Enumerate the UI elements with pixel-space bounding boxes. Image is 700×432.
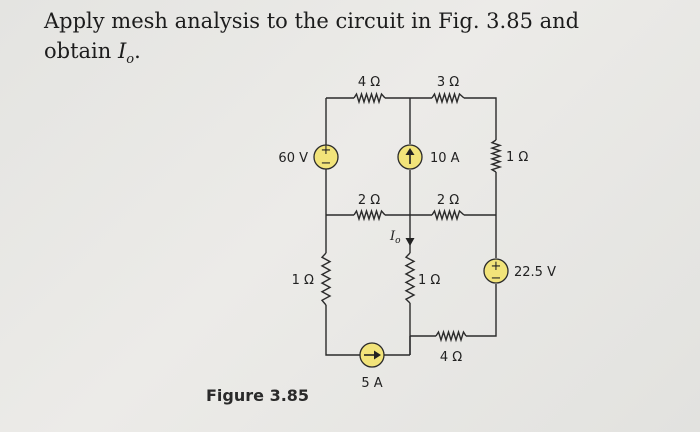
voltage-source-22v5: + − [483, 258, 509, 286]
resistor-center-lower [404, 252, 416, 304]
figure-caption: Figure 3.85 [206, 386, 310, 405]
label-i-source-bottom: 5 A [361, 376, 382, 391]
resistor-right-upper [489, 139, 503, 173]
label-r-mid-left: 2 Ω [358, 193, 380, 208]
current-source-10a [397, 144, 423, 170]
problem-line-2-prefix: obtain [44, 39, 118, 63]
resistor-bottom-right [435, 329, 467, 343]
current-variable: I [117, 39, 127, 63]
plus-sign: + [491, 259, 502, 274]
circuit-wires [325, 97, 497, 356]
minus-sign: − [321, 156, 332, 171]
minus-sign: − [491, 271, 502, 286]
io-current-arrow [405, 238, 415, 246]
label-r-center-lower: 1 Ω [418, 273, 440, 288]
label-v-source-left: 60 V [278, 151, 308, 166]
resistor-left-lower [320, 252, 332, 306]
current-source-5a [359, 342, 385, 368]
resistor-top-left [353, 91, 386, 105]
label-i-source-center: 10 A [430, 151, 460, 166]
resistor-mid-left [353, 208, 386, 222]
label-io-letter: I [389, 229, 396, 244]
label-v-source-right: 22.5 V [514, 265, 556, 280]
voltage-source-60v: + − [313, 143, 339, 171]
label-r-mid-right: 2 Ω [437, 193, 459, 208]
current-variable-subscript: o [126, 52, 135, 68]
problem-line-2: obtain Io. [44, 36, 644, 75]
label-io: Io [389, 229, 401, 246]
label-r-top-right: 3 Ω [437, 75, 459, 90]
problem-line-2-suffix: . [134, 39, 141, 63]
resistor-mid-right [431, 208, 465, 222]
label-r-top-left: 4 Ω [358, 75, 380, 90]
label-io-subscript: o [395, 236, 401, 246]
label-r-bottom-right: 4 Ω [440, 350, 462, 365]
problem-statement: Apply mesh analysis to the circuit in Fi… [44, 6, 644, 75]
plus-sign: + [321, 143, 332, 158]
label-r-right-upper: 1 Ω [506, 150, 528, 165]
label-r-left-lower: 1 Ω [292, 273, 314, 288]
problem-line-1: Apply mesh analysis to the circuit in Fi… [44, 9, 580, 33]
resistor-top-right [431, 91, 465, 105]
